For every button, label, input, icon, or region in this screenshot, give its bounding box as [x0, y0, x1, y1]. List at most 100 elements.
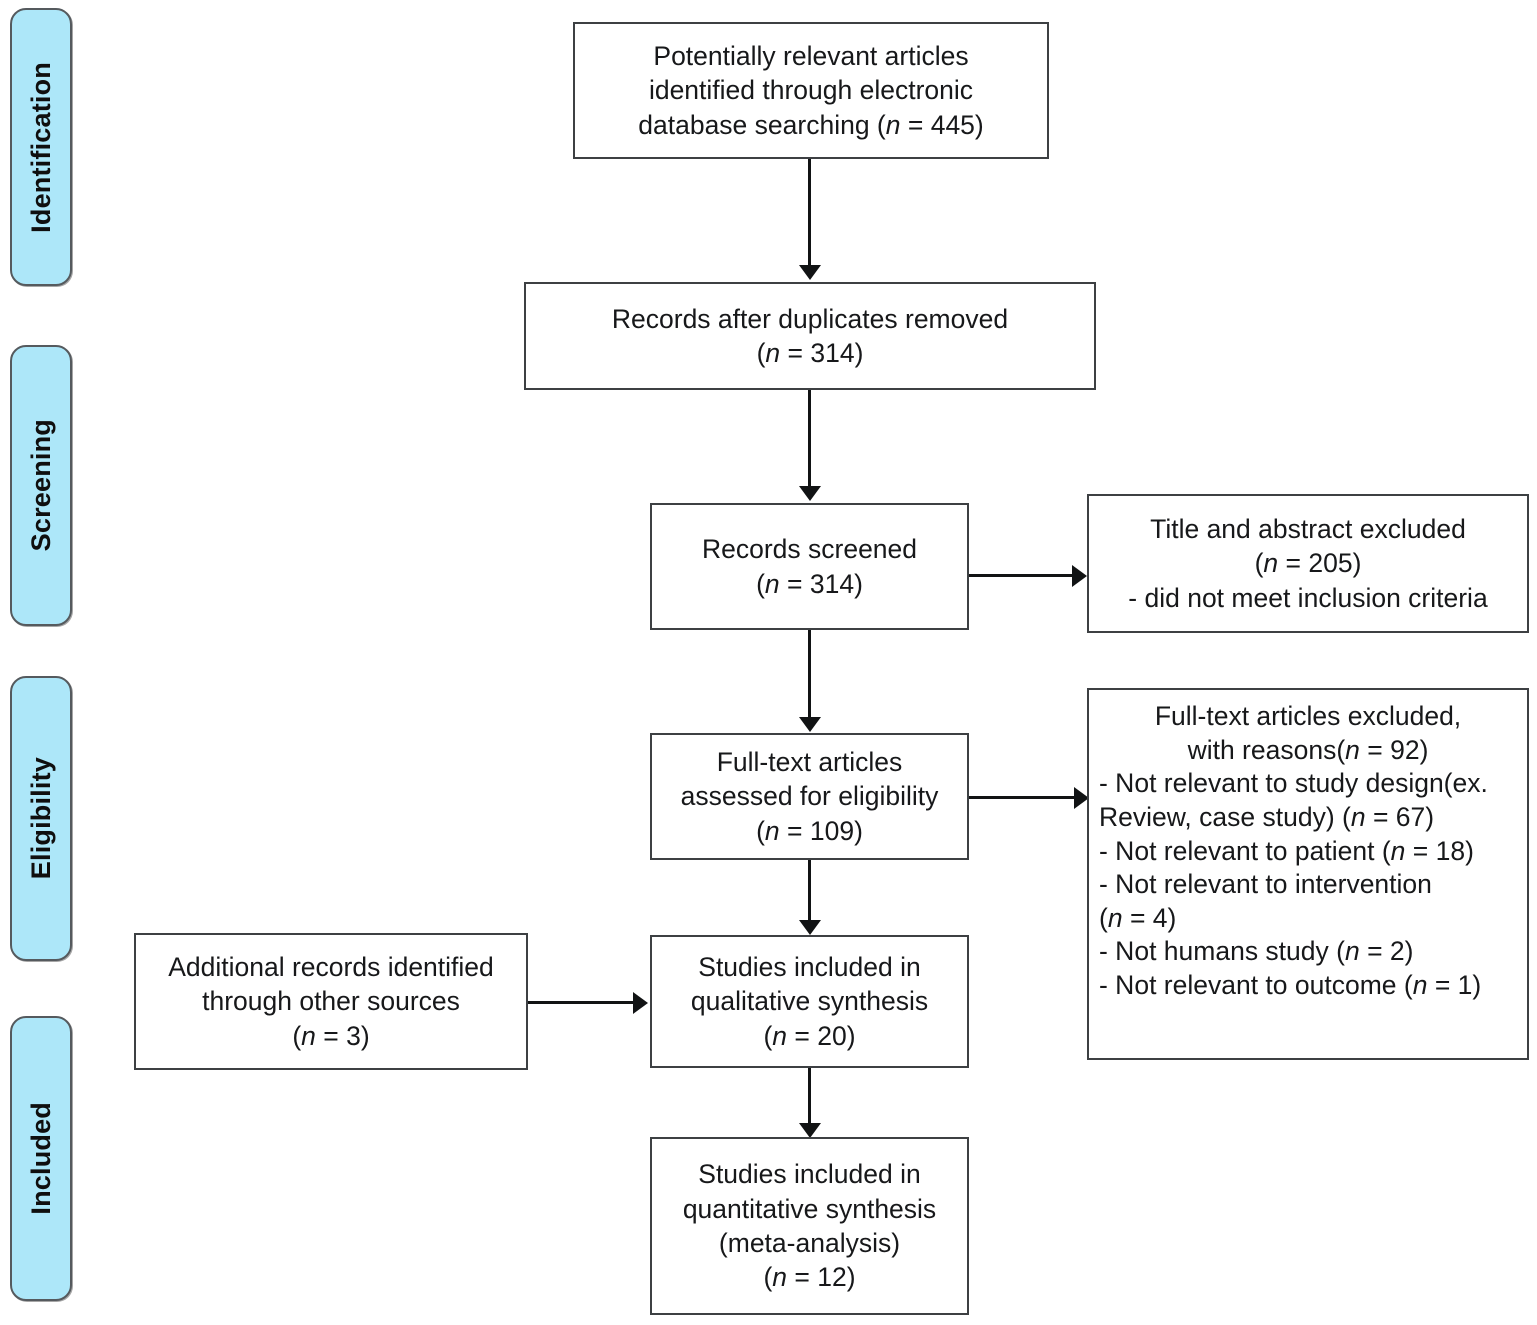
n-value: 205: [1308, 548, 1353, 579]
reason-text: - Not humans study (: [1099, 936, 1345, 967]
line-count: (n = 3): [292, 1020, 370, 1051]
box-duplicates-removed: Records after duplicates removed (n = 31…: [524, 282, 1096, 390]
line: qualitative synthesis: [690, 986, 929, 1017]
connector-fulltext-to-excluded: [969, 796, 1079, 799]
reason-text: - Not relevant to patient (: [1099, 835, 1391, 866]
line-count: database searching (n = 445): [585, 108, 1037, 142]
connector-fulltext-to-qualitative: [808, 860, 811, 922]
box-qualitative-synthesis-text: Studies included in qualitative synthesi…: [662, 950, 957, 1053]
box-fulltext-excluded: Full-text articles excluded, with reason…: [1087, 688, 1529, 1060]
n-equals: =: [900, 109, 931, 140]
box-fulltext-excluded-text: Full-text articles excluded, with reason…: [1099, 700, 1517, 1003]
n-value: 92: [1390, 734, 1420, 765]
line: Records screened: [701, 534, 918, 565]
n-symbol: n: [1344, 936, 1360, 967]
line: identified through electronic: [648, 75, 974, 106]
n-value: 18: [1435, 835, 1466, 866]
reason-item-cont: Review, case study) (n = 67): [1099, 801, 1517, 835]
n-value: 12: [817, 1262, 847, 1293]
n-symbol: n: [1390, 835, 1406, 866]
stage-label-identification: Identification: [25, 61, 56, 233]
connector-screened-to-excluded: [969, 574, 1077, 577]
box-records-screened: Records screened (n = 314): [650, 503, 969, 630]
n-symbol: n: [765, 338, 781, 368]
box-quantitative-synthesis: Studies included in quantitative synthes…: [650, 1137, 969, 1315]
line: quantitative synthesis: [682, 1193, 937, 1224]
line: Full-text articles: [716, 746, 903, 777]
arrowhead-screened-to-fulltext: [799, 717, 821, 732]
n-equals: =: [315, 1020, 347, 1051]
n-equals: =: [779, 815, 810, 846]
n-equals: =: [780, 338, 811, 368]
n-value: 2: [1389, 936, 1405, 967]
stage-bar-included: Included: [10, 1016, 72, 1301]
box-additional-records-text: Additional records identified through ot…: [146, 950, 516, 1053]
box-records-screened-text: Records screened (n = 314): [662, 532, 957, 601]
n-symbol: n: [772, 1262, 788, 1293]
arrowhead-fulltext-to-qualitative: [799, 920, 821, 935]
connector-duplicates-to-screened: [808, 390, 811, 488]
line: Records after duplicates removed: [611, 303, 1009, 334]
n-value: 314: [809, 568, 855, 599]
reason-item: - Not relevant to study design(ex.: [1099, 768, 1488, 799]
n-value: 3: [346, 1020, 361, 1051]
box-records-identified-text: Potentially relevant articles identified…: [585, 39, 1037, 142]
connector-qualitative-to-quantitative: [808, 1068, 811, 1125]
line: Studies included in: [698, 1159, 921, 1190]
reason-item-cont: (n = 4): [1099, 902, 1517, 936]
n-symbol: n: [1412, 970, 1428, 1001]
line-reason: - did not meet inclusion criteria: [1128, 582, 1488, 613]
n-symbol: n: [301, 1020, 316, 1051]
n-equals: =: [1427, 970, 1458, 1001]
reason-text: Review, case study) (: [1099, 801, 1351, 832]
line-count: (n = 314): [756, 568, 863, 599]
box-fulltext-assessed: Full-text articles assessed for eligibil…: [650, 733, 969, 860]
n-close: ): [1167, 902, 1177, 933]
line: assessed for eligibility: [680, 781, 939, 812]
arrowhead-qualitative-to-quantitative: [799, 1123, 821, 1138]
box-title-abstract-excluded-text: Title and abstract excluded (n = 205) - …: [1099, 512, 1517, 615]
n-symbol: n: [764, 815, 780, 846]
n-close: ): [1465, 835, 1474, 866]
line-count: (n = 12): [763, 1262, 856, 1293]
heading-line-2: with reasons(n = 92): [1099, 734, 1517, 768]
n-equals: =: [1359, 734, 1391, 765]
line: through other sources: [202, 986, 460, 1017]
n-symbol: n: [885, 109, 901, 140]
heading-prefix: with reasons(: [1187, 734, 1346, 765]
box-title-abstract-excluded: Title and abstract excluded (n = 205) - …: [1087, 494, 1529, 633]
reason-text: - Not relevant to outcome (: [1099, 970, 1413, 1001]
n-value: 20: [817, 1020, 847, 1051]
n-value: 67: [1395, 801, 1426, 832]
n-value: 314: [810, 338, 855, 368]
stage-label-included: Included: [25, 1102, 56, 1215]
line: (meta-analysis): [718, 1228, 901, 1258]
n-equals: =: [779, 568, 810, 599]
reason-item: - Not humans study (n = 2): [1099, 935, 1517, 969]
arrowhead-screened-to-excluded: [1072, 565, 1087, 587]
line-count: (n = 109): [756, 815, 863, 846]
arrowhead-identified-to-duplicates: [799, 265, 821, 280]
n-close: ): [1472, 970, 1482, 1001]
n-close: ): [974, 109, 984, 140]
box-qualitative-synthesis: Studies included in qualitative synthesi…: [650, 935, 969, 1068]
arrowhead-fulltext-to-excluded: [1074, 787, 1089, 809]
n-value: 4: [1152, 902, 1168, 933]
n-close: ): [1425, 801, 1435, 832]
reason-item: - Not relevant to intervention: [1099, 869, 1432, 900]
heading-line-1: Full-text articles excluded,: [1154, 701, 1462, 731]
stage-label-eligibility: Eligibility: [25, 757, 56, 880]
reason-item: - Not relevant to patient (n = 18): [1099, 835, 1517, 869]
connector-additional-to-qualitative: [528, 1001, 638, 1004]
connector-screened-to-fulltext: [808, 630, 811, 719]
box-fulltext-assessed-text: Full-text articles assessed for eligibil…: [662, 745, 957, 848]
n-symbol: n: [772, 1020, 788, 1051]
stage-bar-identification: Identification: [10, 8, 72, 286]
n-value: 109: [809, 815, 855, 846]
line-count: (n = 205): [1254, 548, 1362, 579]
n-value: 445: [930, 109, 975, 140]
n-value: 1: [1457, 970, 1473, 1001]
line-prefix: database searching (: [638, 109, 886, 140]
n-equals: =: [1122, 902, 1153, 933]
n-close: ): [1419, 734, 1429, 765]
